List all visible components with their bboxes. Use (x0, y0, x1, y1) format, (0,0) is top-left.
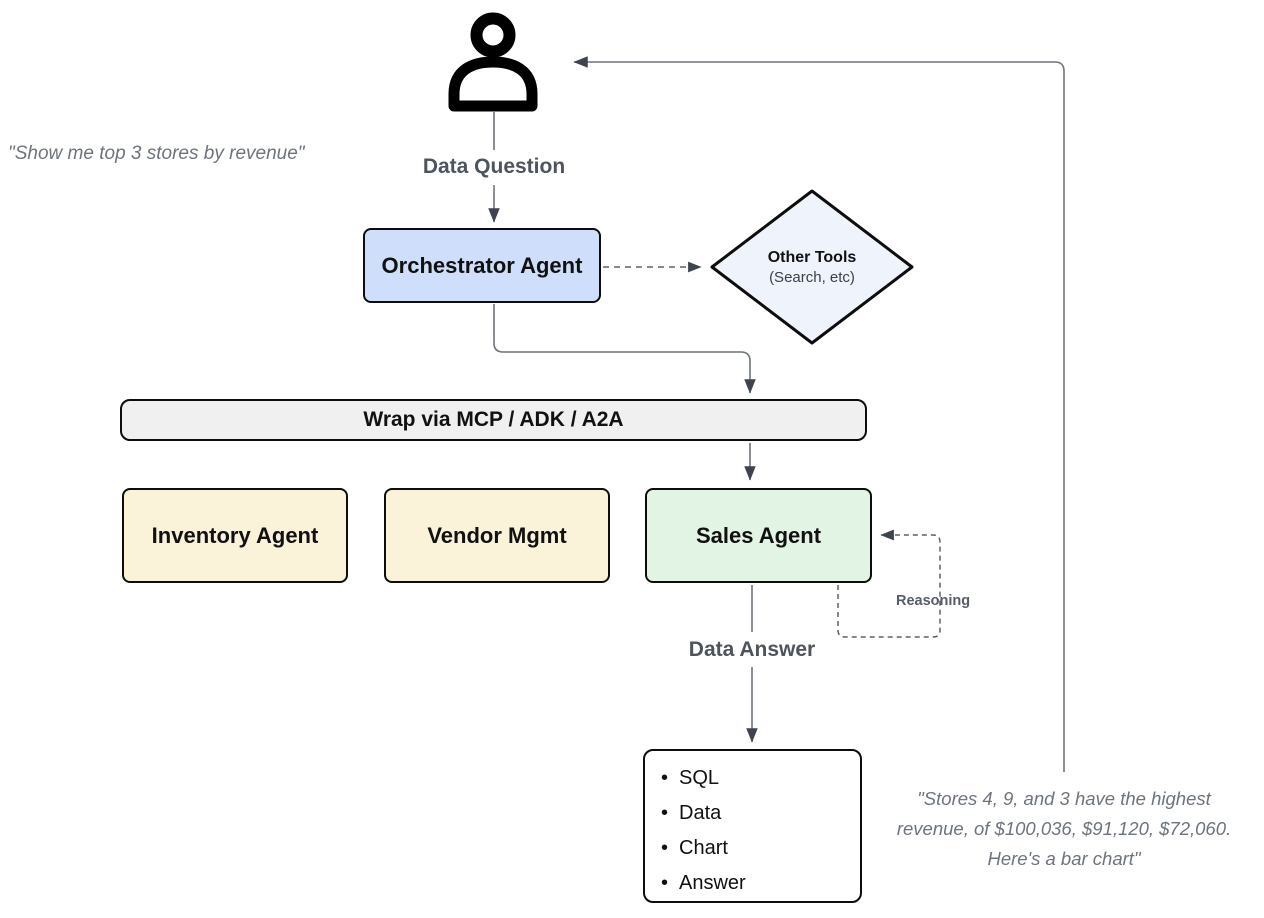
orchestrator-agent-node: Orchestrator Agent (363, 228, 601, 303)
orchestrator-to-wrap-arrow (493, 304, 756, 394)
reasoning-label: Reasoning (896, 593, 971, 609)
output-item-chart: Chart (661, 831, 860, 866)
result-quote-line-3: Here's a bar chart" (987, 848, 1141, 869)
result-quote-line-2: revenue, of $100,036, $91,120, $72,060. (896, 818, 1232, 839)
wrap-via-mcp-bar: Wrap via MCP / ADK / A2A (120, 399, 867, 441)
output-item-answer: Answer (661, 866, 860, 901)
data-question-label: Data Question (422, 155, 566, 178)
sales-agent-node: Sales Agent (645, 488, 872, 583)
data-answer-label: Data Answer (688, 638, 816, 661)
vendor-mgmt-node: Vendor Mgmt (384, 488, 610, 583)
output-item-data: Data (661, 796, 860, 831)
person-icon (447, 6, 539, 113)
output-item-sql: SQL (661, 761, 860, 796)
inventory-agent-node: Inventory Agent (122, 488, 348, 583)
other-tools-subtitle: (Search, etc) (769, 268, 855, 286)
user-quote: "Show me top 3 stores by revenue" (8, 143, 305, 164)
result-quote-line-1: "Stores 4, 9, and 3 have the highest (917, 788, 1211, 809)
other-tools-node: Other Tools (Search, etc) (737, 238, 887, 296)
other-tools-title: Other Tools (767, 248, 857, 266)
result-quote: "Stores 4, 9, and 3 have the highest rev… (868, 784, 1260, 874)
output-list-node: SQL Data Chart Answer (643, 749, 862, 903)
